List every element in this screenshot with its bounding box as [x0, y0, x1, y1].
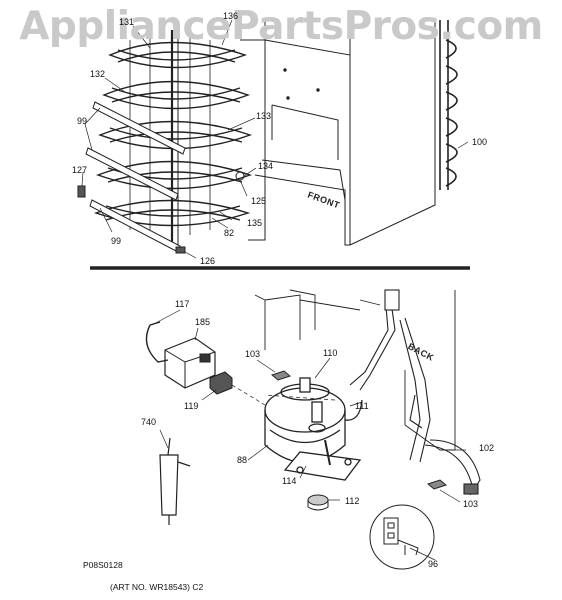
filter-dryer — [159, 437, 191, 525]
compressor — [264, 377, 363, 481]
condenser-coil — [439, 20, 458, 190]
label-82: 82 — [224, 228, 235, 238]
label-127: 127 — [72, 165, 88, 175]
freezer-liner — [240, 20, 436, 246]
label-185: 185 — [195, 317, 211, 327]
clip-103-left — [270, 370, 292, 381]
label-103-left: 103 — [245, 349, 261, 359]
grommet — [307, 494, 329, 511]
label-99-top: 99 — [77, 116, 88, 126]
label-114: 114 — [282, 476, 297, 486]
diagram-code: P08S0128 — [83, 560, 123, 570]
art-number: (ART NO. WR18543) C2 — [110, 582, 204, 592]
label-88: 88 — [237, 455, 248, 465]
label-119: 119 — [184, 401, 199, 411]
label-99-bottom: 99 — [111, 236, 122, 246]
label-102: 102 — [479, 443, 495, 453]
label-110: 110 — [323, 348, 338, 358]
clip-103-right — [426, 479, 448, 490]
label-100: 100 — [472, 137, 488, 147]
label-132: 132 — [90, 69, 106, 79]
start-relay — [145, 321, 216, 389]
label-96: 96 — [428, 559, 439, 569]
outlet-inset — [369, 504, 435, 570]
wire-shelf-rack — [77, 30, 253, 254]
label-126: 126 — [200, 256, 216, 266]
label-103-right: 103 — [463, 499, 479, 509]
label-112: 112 — [345, 496, 360, 506]
label-134: 134 — [258, 161, 274, 171]
label-125: 125 — [251, 196, 267, 206]
label-117: 117 — [175, 299, 190, 309]
overload-protector — [209, 371, 233, 395]
label-136: 136 — [223, 11, 239, 21]
label-131: 131 — [119, 17, 135, 27]
label-133: 133 — [256, 111, 272, 121]
label-135: 135 — [247, 218, 263, 228]
label-111: 111 — [355, 401, 369, 411]
label-740: 740 — [141, 417, 157, 427]
tubing-wiring — [349, 289, 481, 496]
